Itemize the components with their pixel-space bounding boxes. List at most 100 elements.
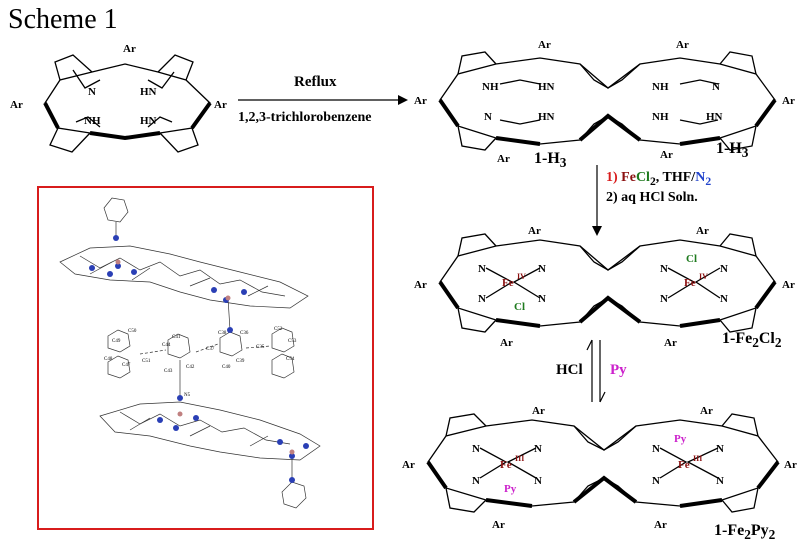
dimer-h3-hn-1: HN	[538, 81, 555, 93]
fecl-n-8: N	[720, 293, 728, 305]
crystal-structure-frame	[37, 186, 374, 530]
crystal-label-c53: C53	[288, 339, 297, 344]
crystal-label-c50: C50	[128, 329, 137, 334]
dimer-h3-ar-right: Ar	[782, 95, 795, 107]
solvent-label: 1,2,3-trichlorobenzene	[238, 110, 372, 125]
monomer-ar-right: Ar	[214, 99, 227, 111]
dimer-h3-ar-bottom-left: Ar	[497, 153, 510, 165]
monomer-n: N	[88, 86, 96, 98]
fepy-n-8: N	[716, 475, 724, 487]
scheme-title: Scheme 1	[8, 4, 118, 35]
fepy-n-6: N	[716, 443, 724, 455]
fecl-n-2: N	[538, 263, 546, 275]
crystal-label-c37: C37	[206, 347, 215, 352]
crystal-label-c44: C44	[162, 343, 171, 348]
crystal-label-c41: C41	[172, 335, 181, 340]
fepy-py-right: Py	[674, 433, 687, 445]
fecl-fe-right: Fe	[684, 277, 696, 289]
monomer-ar-top: Ar	[123, 43, 136, 55]
crystal-label-c54: C54	[286, 357, 295, 362]
fepy-ar-bottom-right: Ar	[654, 519, 667, 531]
fepy-fe-right: Fe	[678, 459, 690, 471]
crystal-label-c43: C43	[164, 369, 173, 374]
fepy-ar-top-left: Ar	[532, 405, 545, 417]
crystal-label-c52: C52	[274, 327, 283, 332]
crystal-label-c39: C39	[236, 359, 245, 364]
dimer-h3-n-1: N	[712, 81, 720, 93]
crystal-label-c51: C51	[142, 359, 151, 364]
dimer-h3-ar-top-right: Ar	[676, 39, 689, 51]
crystal-label-n5: N5	[184, 393, 191, 398]
label-1-h3-right: 1-H3	[716, 140, 749, 161]
crystal-label-c49: C49	[112, 339, 121, 344]
fecl-n-3: N	[478, 293, 486, 305]
dimer-h3-hn-2: HN	[538, 111, 555, 123]
fepy-ar-right: Ar	[784, 459, 797, 471]
dimer-h3-nh-3: NH	[652, 111, 669, 123]
fecl-ar-right: Ar	[782, 279, 795, 291]
fecl-ar-bottom-right: Ar	[664, 337, 677, 349]
crystal-label-c47: C47	[122, 363, 131, 368]
fecl-fe-left-ox: IV	[517, 272, 526, 281]
label-1-h3-left: 1-H3	[534, 150, 567, 171]
fepy-fe-left-ox: III	[515, 454, 524, 463]
fepy-fe-left: Fe	[500, 459, 512, 471]
dimer-h3-hn-3: HN	[706, 111, 723, 123]
fecl-n-5: N	[660, 263, 668, 275]
crystal-label-c40: C40	[222, 365, 231, 370]
fecl-ar-top-right: Ar	[696, 225, 709, 237]
py-label: Py	[610, 362, 627, 378]
fecl-n-4: N	[538, 293, 546, 305]
fecl-n-6: N	[720, 263, 728, 275]
dimer-h3-ar-top-left: Ar	[538, 39, 551, 51]
dimer-h3-ar-left: Ar	[414, 95, 427, 107]
fepy-n-3: N	[472, 475, 480, 487]
fecl-ar-left: Ar	[414, 279, 427, 291]
fepy-n-4: N	[534, 475, 542, 487]
fepy-n-5: N	[652, 443, 660, 455]
monomer-hn: HN	[140, 86, 157, 98]
dimer-h3-nh-1: NH	[482, 81, 499, 93]
fepy-n-1: N	[472, 443, 480, 455]
step2-label: 2) aq HCl Soln.	[606, 190, 698, 205]
fecl-fe-right-ox: IV	[699, 272, 708, 281]
fecl-cl-left: Cl	[514, 301, 525, 313]
fecl-ar-bottom-left: Ar	[500, 337, 513, 349]
fepy-n-7: N	[652, 475, 660, 487]
fepy-ar-left: Ar	[402, 459, 415, 471]
monomer-hn-bottom: HN	[140, 115, 157, 127]
step1-label: 1) FeCl2, THF/N2	[606, 170, 712, 188]
label-1-fe2cl2: 1-Fe2Cl2	[722, 330, 782, 351]
fepy-fe-right-ox: III	[693, 454, 702, 463]
label-1-fe2py2: 1-Fe2Py2	[714, 522, 776, 543]
dimer-h3-nh-2: NH	[652, 81, 669, 93]
crystal-label-c36: C36	[240, 331, 249, 336]
crystal-label-c38: C38	[218, 331, 227, 336]
fecl-cl-right: Cl	[686, 253, 697, 265]
monomer-ar-left: Ar	[10, 99, 23, 111]
hcl-label: HCl	[556, 362, 583, 378]
fepy-n-2: N	[534, 443, 542, 455]
fecl-n-7: N	[660, 293, 668, 305]
dimer-h3-ar-bottom-right: Ar	[660, 149, 673, 161]
dimer-h3-n-2: N	[484, 111, 492, 123]
crystal-label-c35: C35	[256, 345, 265, 350]
fepy-py-left: Py	[504, 483, 517, 495]
fepy-ar-top-right: Ar	[700, 405, 713, 417]
fecl-fe-left: Fe	[502, 277, 514, 289]
fecl-ar-top-left: Ar	[528, 225, 541, 237]
fepy-ar-bottom-left: Ar	[492, 519, 505, 531]
reflux-label: Reflux	[294, 74, 337, 90]
fecl-n-1: N	[478, 263, 486, 275]
crystal-label-c42: C42	[186, 365, 195, 370]
monomer-nh: NH	[84, 115, 101, 127]
